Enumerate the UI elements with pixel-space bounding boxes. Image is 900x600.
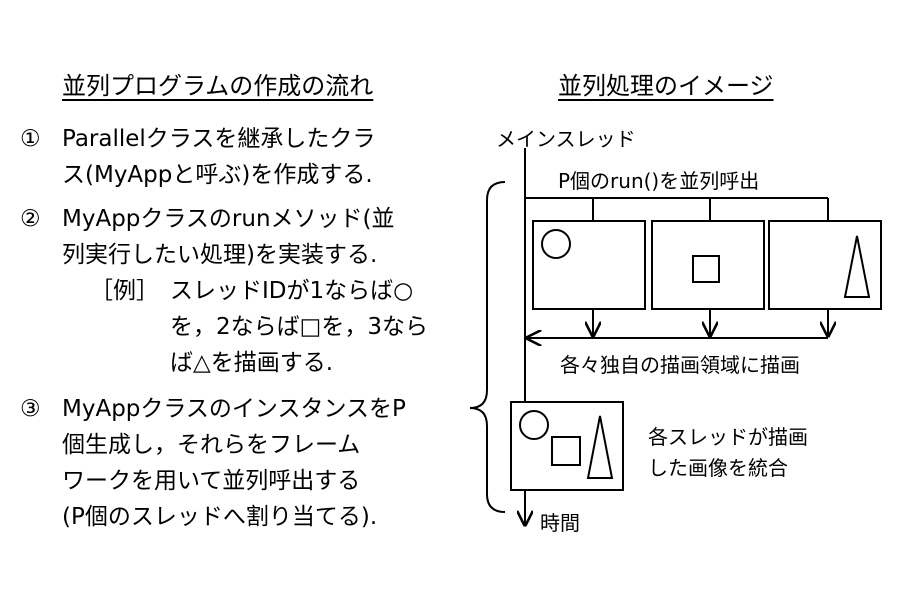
step-3-line-4: (P個のスレッドへ割り当てる). bbox=[62, 504, 378, 530]
example-tag: ［例］ bbox=[90, 278, 159, 304]
step-3-line-1: MyAppクラスのインスタンスをP bbox=[62, 396, 406, 422]
left-title: 並列プログラムの作成の流れ bbox=[62, 72, 374, 100]
step-1-line-1: Parallelクラスを継承したクラ bbox=[62, 126, 376, 152]
merged-image bbox=[510, 401, 624, 491]
example-line-2: を，2ならば□を，3なら bbox=[170, 314, 428, 340]
square-shape bbox=[692, 255, 720, 283]
step-1-number: ① bbox=[20, 126, 41, 152]
step-3-line-2: 個生成し，それらをフレーム bbox=[62, 432, 361, 458]
merge-label-line-1: 各スレッドが描画 bbox=[648, 425, 808, 449]
parallel-call-label: P個のrun()を並列呼出 bbox=[558, 169, 760, 193]
thread-panel-1 bbox=[532, 220, 646, 310]
right-title: 並列処理のイメージ bbox=[558, 72, 774, 100]
step-1-line-2: ス(MyAppと呼ぶ)を作成する. bbox=[62, 162, 373, 188]
example-line-1: スレッドIDが1ならば○ bbox=[170, 278, 414, 304]
circle-shape bbox=[541, 229, 571, 259]
thread-panel-2 bbox=[651, 220, 765, 310]
step-2-line-1: MyAppクラスのrunメソッド(並 bbox=[62, 206, 395, 232]
step-2-line-2: 列実行したい処理)を実装する. bbox=[62, 242, 378, 268]
draw-label: 各々独自の描画領域に描画 bbox=[560, 353, 800, 377]
curly-brace bbox=[469, 181, 506, 513]
step-2-number: ② bbox=[20, 206, 41, 232]
thread-panel-3 bbox=[768, 220, 882, 310]
main-thread-label: メインスレッド bbox=[496, 127, 636, 151]
triangle-shape bbox=[843, 235, 871, 298]
step-3-number: ③ bbox=[20, 396, 41, 422]
merge-label-line-2: した画像を統合 bbox=[648, 456, 788, 480]
merged-square bbox=[551, 436, 581, 466]
merged-triangle bbox=[586, 415, 614, 479]
example-line-3: ば△を描画する. bbox=[170, 350, 333, 376]
merged-circle bbox=[519, 410, 549, 440]
step-3-line-3: ワークを用いて並列呼出する bbox=[62, 468, 361, 494]
time-label: 時間 bbox=[540, 511, 580, 535]
